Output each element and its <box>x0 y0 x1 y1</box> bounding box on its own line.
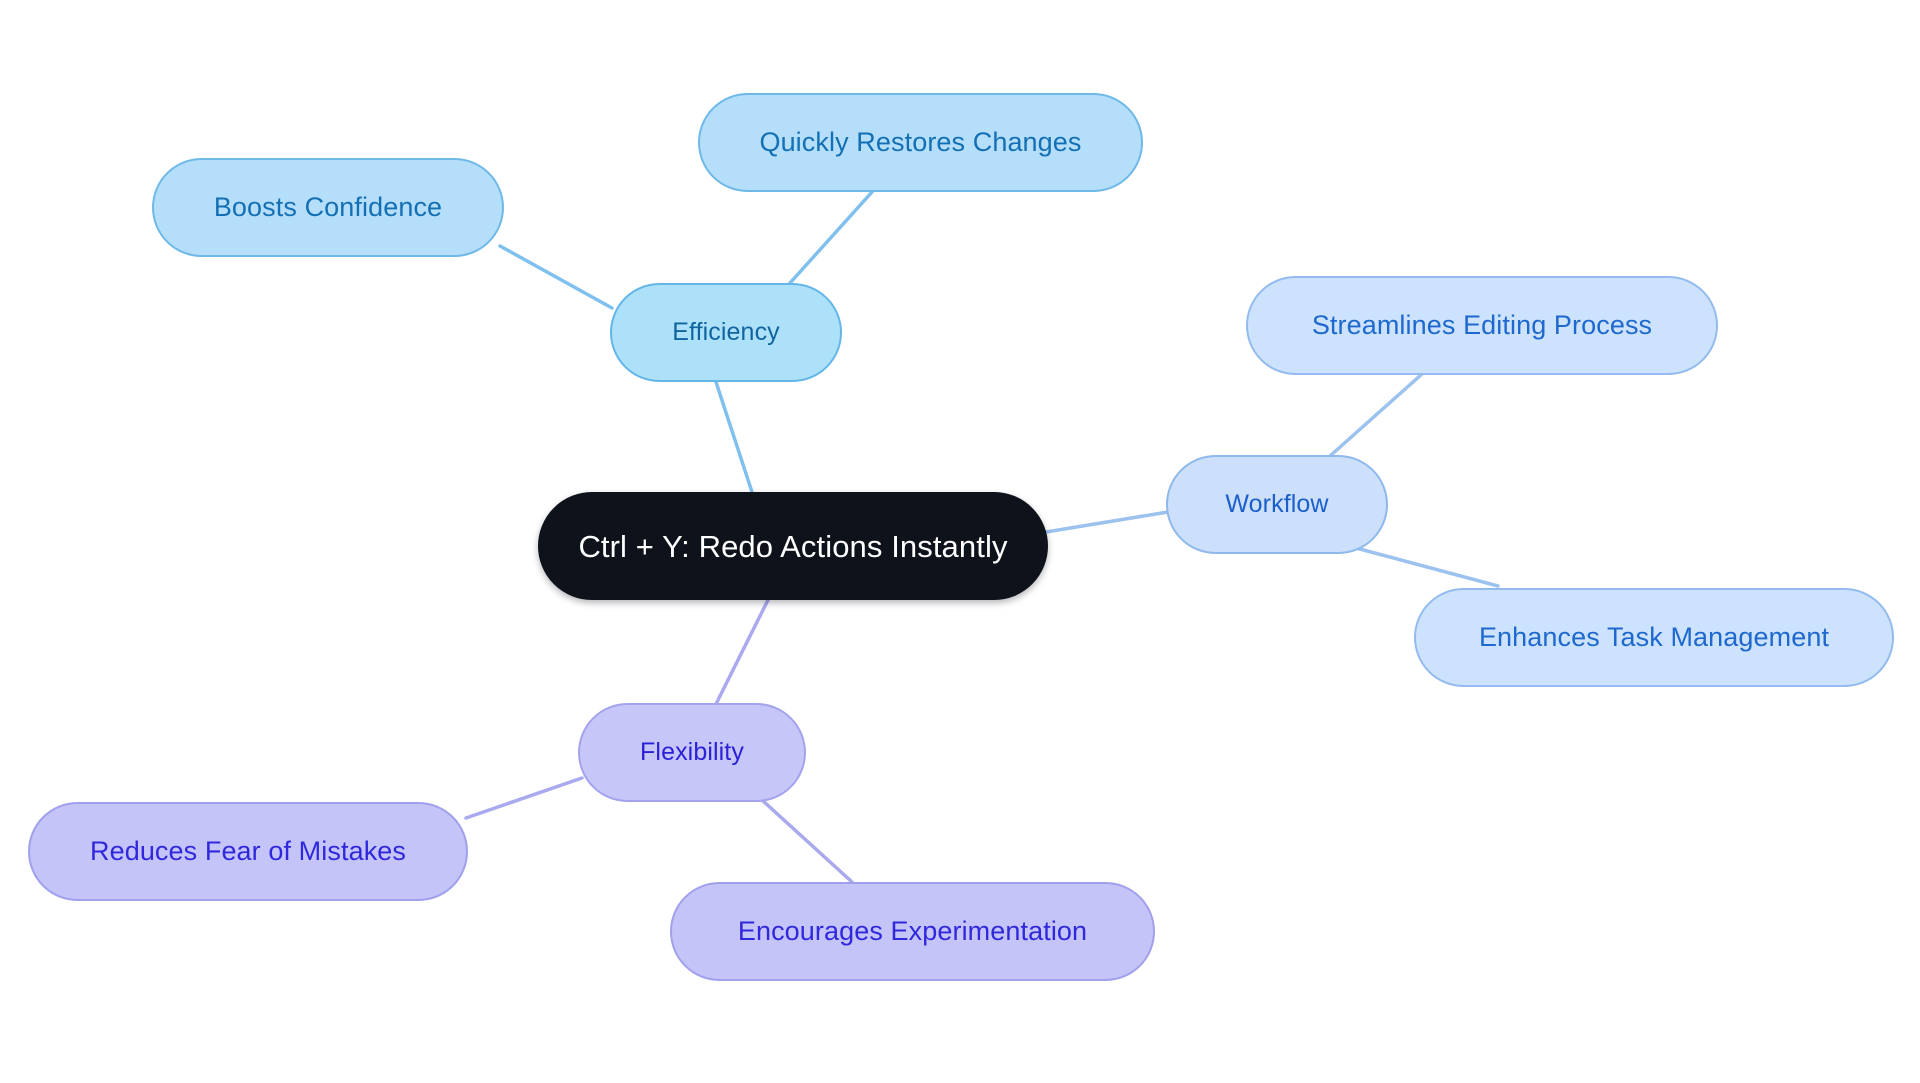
connector-workflow-streamlines <box>1328 372 1424 458</box>
connector-flexibility-reduces-fear <box>464 776 584 820</box>
leaf-node-enhances-task-management-label: Enhances Task Management <box>1478 622 1830 652</box>
leaf-node-boosts-confidence-label: Boosts Confidence <box>213 192 443 222</box>
connector-root-workflow <box>1044 510 1170 534</box>
leaf-node-streamlines-editing-process-label: Streamlines Editing Process <box>1311 310 1653 340</box>
root-node[interactable]: Ctrl + Y: Redo Actions Instantly <box>538 492 1048 600</box>
branch-node-efficiency[interactable]: Efficiency <box>610 283 842 382</box>
leaf-node-enhances-task-management[interactable]: Enhances Task Management <box>1414 588 1894 687</box>
leaf-node-encourages-experimentation[interactable]: Encourages Experimentation <box>670 882 1155 981</box>
connector-flexibility-encourages-exp <box>760 798 854 884</box>
branch-node-workflow[interactable]: Workflow <box>1166 455 1388 554</box>
leaf-node-encourages-experimentation-label: Encourages Experimentation <box>737 916 1088 946</box>
branch-node-workflow-label: Workflow <box>1225 490 1329 518</box>
branch-node-efficiency-label: Efficiency <box>672 318 780 346</box>
leaf-node-boosts-confidence[interactable]: Boosts Confidence <box>152 158 504 257</box>
leaf-node-quickly-restores-changes[interactable]: Quickly Restores Changes <box>698 93 1143 192</box>
connector-efficiency-boosts-confidence <box>498 244 614 310</box>
branch-node-flexibility-label: Flexibility <box>640 738 744 766</box>
connector-root-efficiency <box>714 380 754 494</box>
leaf-node-quickly-restores-changes-label: Quickly Restores Changes <box>759 127 1082 157</box>
leaf-node-reduces-fear-of-mistakes[interactable]: Reduces Fear of Mistakes <box>28 802 468 901</box>
branch-node-flexibility[interactable]: Flexibility <box>578 703 806 802</box>
leaf-node-reduces-fear-of-mistakes-label: Reduces Fear of Mistakes <box>89 836 407 866</box>
leaf-node-streamlines-editing-process[interactable]: Streamlines Editing Process <box>1246 276 1718 375</box>
connector-workflow-enhances-task <box>1354 546 1500 588</box>
connector-root-flexibility <box>714 598 770 706</box>
root-node-label: Ctrl + Y: Redo Actions Instantly <box>578 528 1008 564</box>
connector-efficiency-quickly-restores <box>788 190 874 285</box>
